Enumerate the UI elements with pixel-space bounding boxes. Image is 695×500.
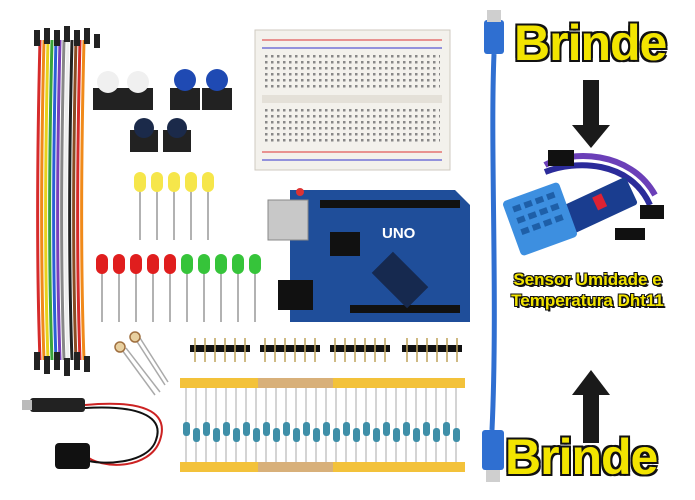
- pin-headers: [190, 338, 462, 362]
- arrow-up-icon: [572, 370, 610, 443]
- power-cables: [22, 398, 163, 469]
- sensor-caption-line1: Sensor Umidade e: [513, 270, 662, 289]
- breadboard: [254, 29, 451, 171]
- usb-cable: [482, 10, 504, 482]
- arrow-down-icon: [572, 80, 610, 148]
- gift-badge-top: Brinde: [513, 15, 668, 71]
- push-buttons: [93, 69, 232, 152]
- sensor-caption-line2: Temperatura Dht11: [511, 291, 664, 311]
- resistor-strips: [180, 378, 465, 472]
- arduino-uno-board: [267, 188, 470, 322]
- photoresistors: [114, 331, 169, 396]
- yellow-leds: [134, 172, 214, 240]
- jumper-wires: [34, 26, 100, 376]
- gift-badge-bottom: Brinde: [504, 429, 659, 485]
- sensor-caption: Sensor Umidade e Temperatura Dht11: [485, 269, 690, 312]
- dht11-sensor: [503, 150, 664, 256]
- red-green-leds: [96, 254, 261, 322]
